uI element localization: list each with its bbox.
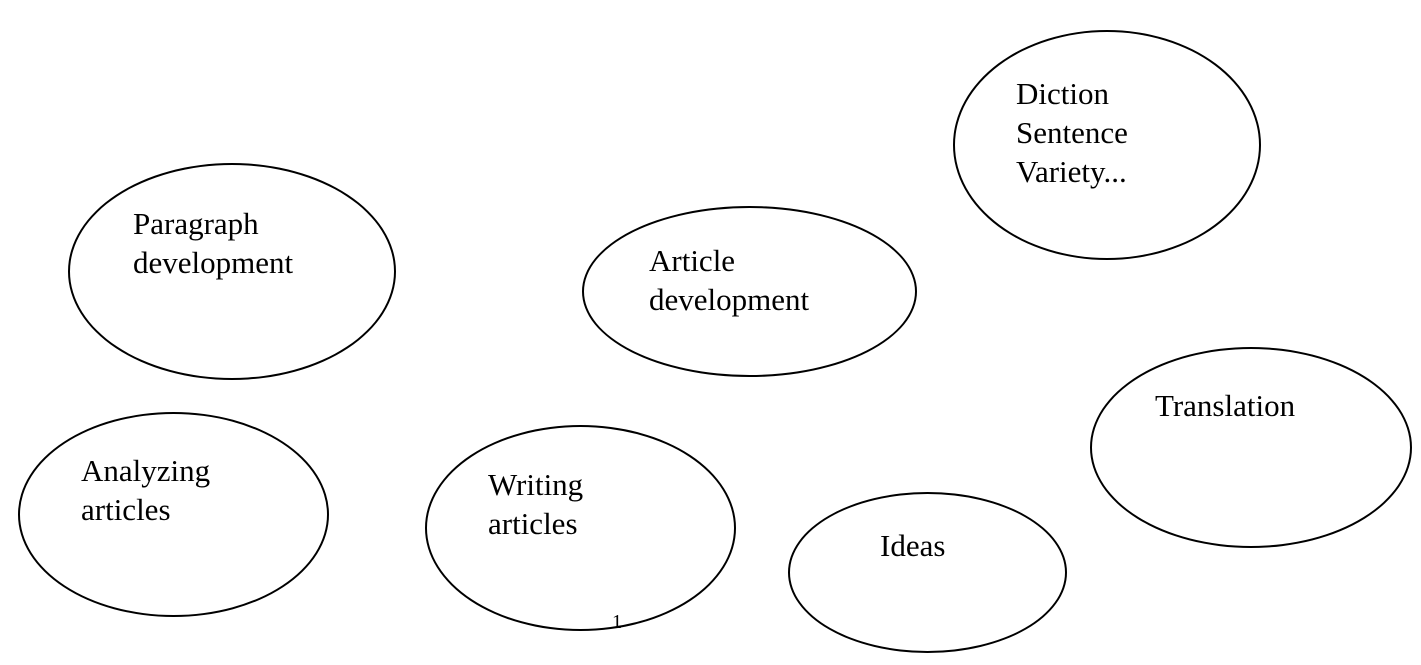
node-label-ideas: Ideas (880, 528, 946, 563)
node-paragraph-development (68, 163, 396, 380)
node-article-development (582, 206, 917, 377)
page-number: 1 (612, 611, 622, 633)
node-label-diction-sentence-variety: Diction Sentence Variety... (1016, 76, 1128, 189)
node-diction-sentence-variety (953, 30, 1261, 260)
node-translation (1090, 347, 1412, 548)
node-ideas (788, 492, 1067, 653)
node-label-writing-articles: Writing articles (488, 467, 584, 541)
node-writing-articles (425, 425, 736, 631)
node-label-translation: Translation (1155, 388, 1296, 423)
node-label-analyzing-articles: Analyzing articles (81, 453, 211, 527)
node-label-paragraph-development: Paragraph development (133, 206, 294, 280)
node-analyzing-articles (18, 412, 329, 617)
node-label-article-development: Article development (649, 243, 810, 317)
